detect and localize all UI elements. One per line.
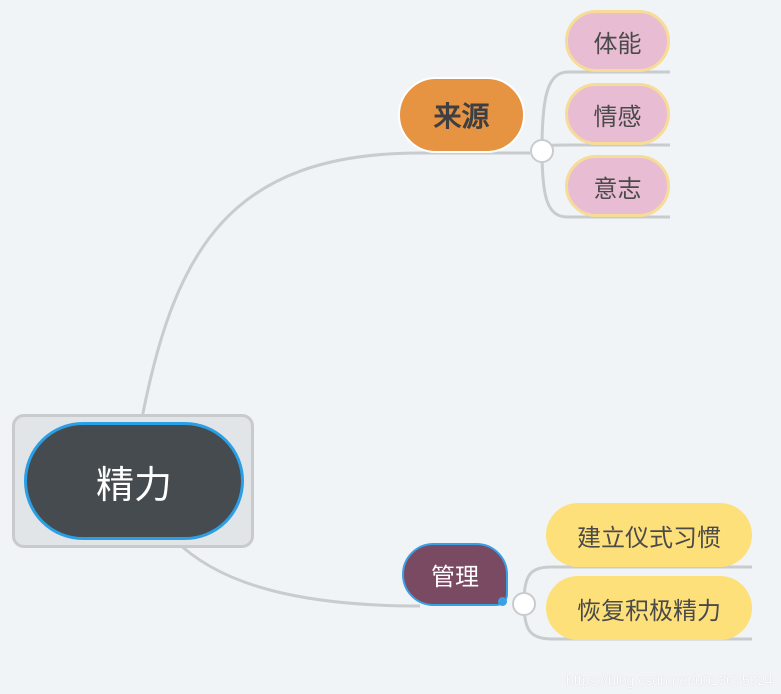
link-source-child-3 bbox=[540, 149, 670, 219]
watermark-url: https://blog.csdn.net/u013075024 bbox=[565, 672, 773, 688]
subtopic-emotional[interactable]: 情感 bbox=[565, 83, 670, 145]
subtopic-label: 建立仪式习惯 bbox=[577, 523, 721, 552]
link-root-manage bbox=[173, 538, 421, 608]
subtopic-restore-energy[interactable]: 恢复积极精力 bbox=[546, 576, 752, 640]
branch-topic-label: 管理 bbox=[431, 563, 479, 591]
branch-topic-source[interactable]: 来源 bbox=[398, 77, 525, 153]
subtopic-label: 情感 bbox=[593, 102, 642, 131]
resize-handle[interactable] bbox=[498, 597, 507, 606]
collapse-toggle-manage[interactable] bbox=[512, 592, 536, 616]
subtopic-label: 体能 bbox=[593, 29, 642, 58]
root-topic-label: 精力 bbox=[95, 462, 172, 507]
subtopic-will[interactable]: 意志 bbox=[565, 155, 670, 217]
collapse-toggle-source[interactable] bbox=[530, 139, 554, 163]
subtopic-physical[interactable]: 体能 bbox=[565, 10, 670, 72]
subtopic-label: 恢复积极精力 bbox=[577, 596, 721, 625]
subtopic-label: 意志 bbox=[593, 174, 642, 203]
link-source-child-2 bbox=[540, 143, 670, 151]
branch-topic-manage[interactable]: 管理 bbox=[402, 543, 508, 606]
branch-topic-label: 来源 bbox=[433, 100, 490, 133]
root-topic[interactable]: 精力 bbox=[24, 422, 244, 540]
subtopic-ritual-habits[interactable]: 建立仪式习惯 bbox=[546, 503, 752, 567]
link-root-source bbox=[140, 151, 421, 419]
link-source-child-1 bbox=[540, 70, 670, 151]
